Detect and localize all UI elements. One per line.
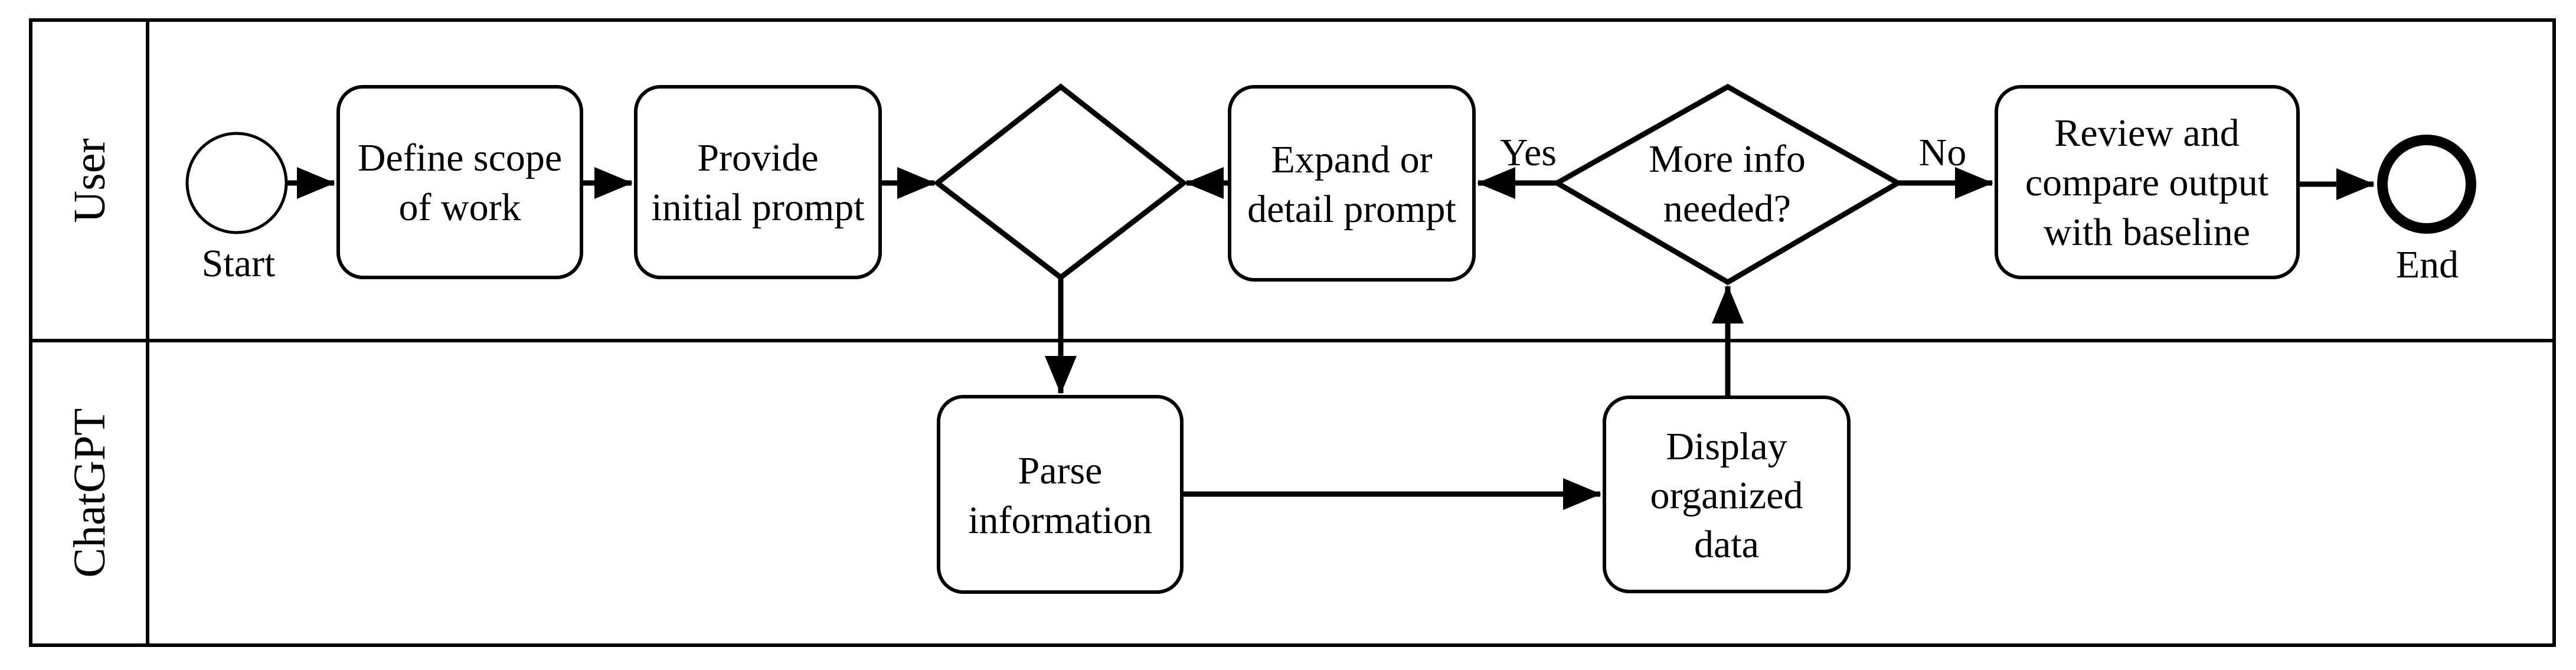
task-define-scope-box	[336, 85, 583, 279]
task-provide-prompt-line2: initial prompt	[651, 186, 864, 229]
edge-label-no: No	[1919, 131, 1967, 174]
task-display-data-line2: organized	[1650, 474, 1803, 517]
moreinfo-gateway-line2: needed?	[1663, 187, 1791, 230]
start-event-label: Start	[202, 242, 276, 285]
pool-frame: User ChatGPT	[29, 18, 2556, 647]
lane-label-chatgpt: ChatGPT	[65, 408, 115, 577]
start-event-circle	[185, 132, 288, 234]
moreinfo-gateway: More info needed?	[1551, 83, 1904, 286]
start-event: Start	[185, 132, 288, 285]
end-event-circle	[2377, 135, 2476, 234]
lane-label-user: User	[65, 138, 115, 223]
task-parse-information-box	[937, 395, 1184, 594]
task-review-output-box	[1995, 85, 2300, 279]
moreinfo-gateway-line1: More info	[1649, 138, 1806, 181]
task-review-output-line1: Review and	[2054, 112, 2239, 155]
task-define-scope-line1: Define scope	[358, 136, 562, 179]
task-display-data: Display organized data	[1603, 396, 1851, 593]
task-review-output: Review and compare output with baseline	[1995, 85, 2300, 279]
task-define-scope-line2: of work	[398, 186, 521, 229]
task-parse-information: Parse information	[937, 395, 1184, 594]
task-parse-information-line1: Parse	[1018, 449, 1103, 492]
task-review-output-line2: compare output	[2025, 161, 2268, 204]
merge-gateway	[933, 83, 1188, 281]
task-expand-prompt: Expand or detail prompt	[1228, 85, 1476, 282]
task-provide-prompt-box	[634, 85, 882, 279]
task-define-scope: Define scope of work	[336, 85, 583, 279]
task-expand-prompt-line2: detail prompt	[1247, 188, 1456, 231]
merge-gateway-diamond	[933, 83, 1188, 281]
task-display-data-line3: data	[1694, 523, 1759, 566]
end-event: End	[2377, 135, 2476, 286]
pool-border	[29, 18, 2556, 647]
task-display-data-line1: Display	[1666, 425, 1787, 468]
task-review-output-line3: with baseline	[2044, 211, 2250, 254]
task-provide-prompt: Provide initial prompt	[634, 85, 882, 279]
sequence-flows: Yes No	[287, 131, 2375, 510]
end-event-label: End	[2396, 243, 2459, 286]
edge-label-yes: Yes	[1500, 131, 1557, 174]
task-expand-prompt-box	[1228, 85, 1476, 282]
moreinfo-gateway-diamond	[1551, 83, 1904, 286]
task-provide-prompt-line1: Provide	[697, 136, 818, 179]
task-parse-information-line2: information	[968, 499, 1152, 542]
task-display-data-box	[1603, 396, 1851, 593]
task-expand-prompt-line1: Expand or	[1271, 138, 1432, 181]
